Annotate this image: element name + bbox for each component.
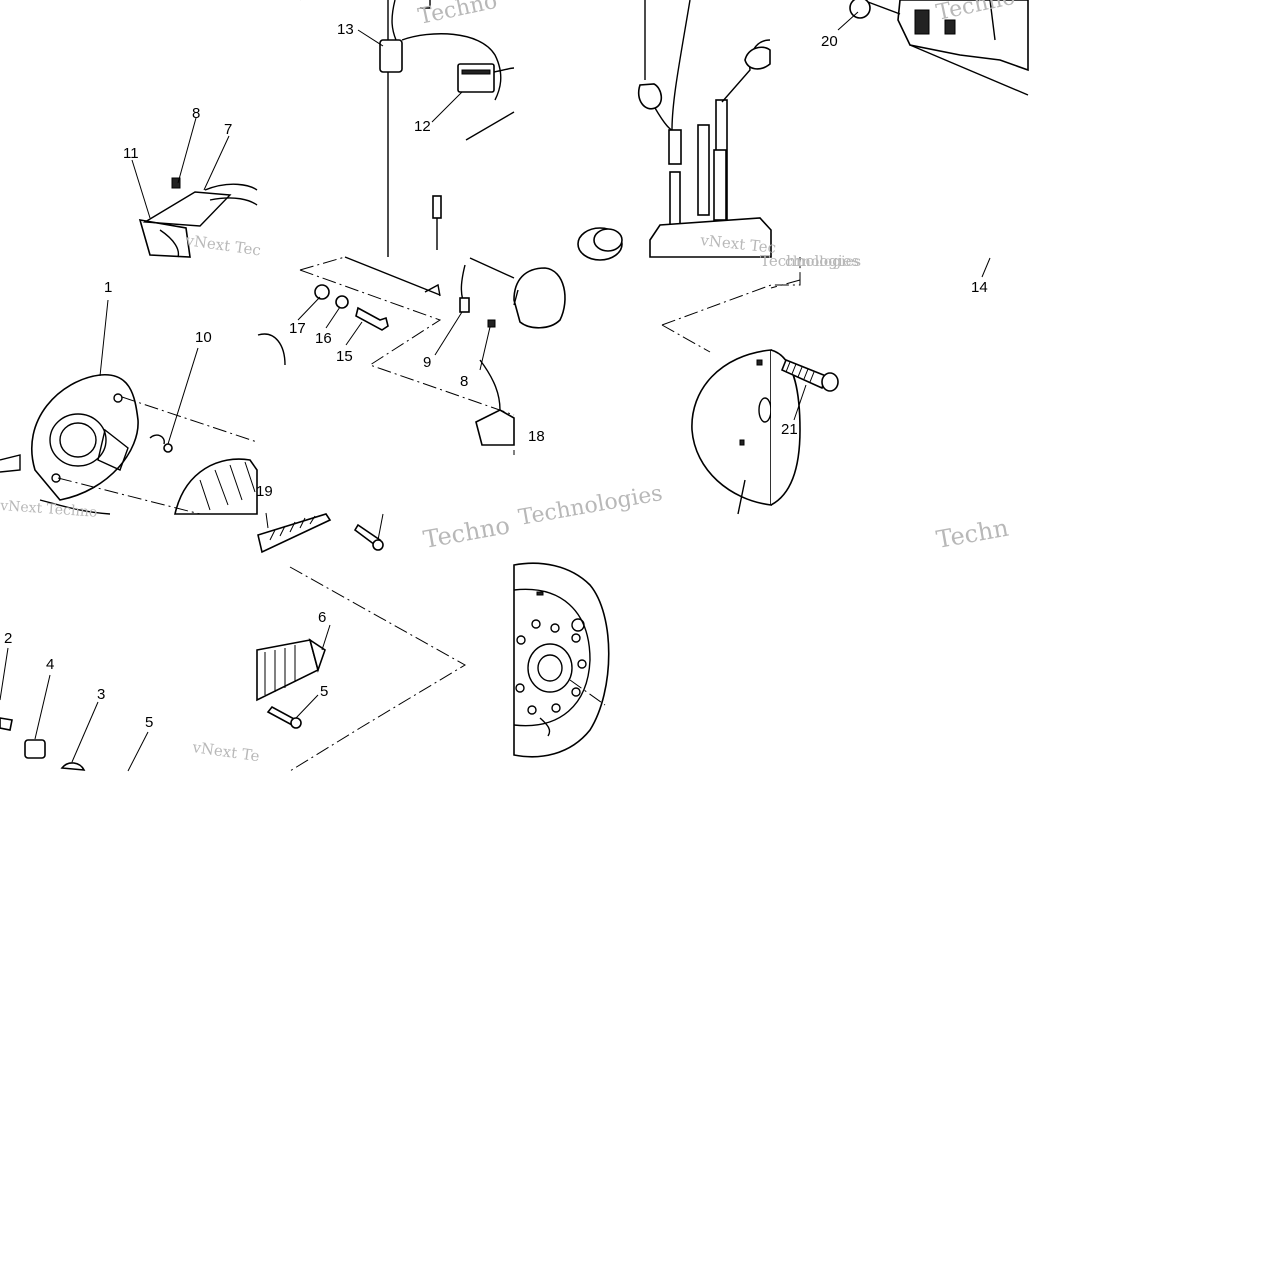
watermark-4: Technologies xyxy=(760,252,859,270)
tile-bushings xyxy=(0,647,149,772)
tile-flywheel-face xyxy=(513,562,610,758)
callout-labels: 13 12 8 7 11 20 14 1 10 17 16 15 9 8 18 … xyxy=(4,21,988,731)
tile-bolt xyxy=(770,257,991,506)
tile-stator-plate xyxy=(0,299,258,515)
callout-5-mid: 5 xyxy=(320,683,328,700)
callout-20: 20 xyxy=(821,33,838,50)
callout-9: 9 xyxy=(423,354,431,371)
callout-10: 10 xyxy=(195,329,212,346)
watermark-2: Techno xyxy=(416,0,499,30)
callout-21: 21 xyxy=(781,421,798,438)
tile-bracket xyxy=(131,117,258,258)
callout-7: 7 xyxy=(224,121,232,138)
callout-16: 16 xyxy=(315,330,332,347)
callout-5-bottom: 5 xyxy=(145,714,153,731)
watermark-5: vNext Techno xyxy=(0,498,98,521)
callout-15: 15 xyxy=(336,348,353,365)
watermark-8: Technologies xyxy=(517,481,665,531)
tile-cdi-box xyxy=(837,0,1029,96)
tile-pin xyxy=(256,512,466,772)
callout-17: 17 xyxy=(289,320,306,337)
callout-4: 4 xyxy=(46,656,54,673)
callout-3: 3 xyxy=(97,686,105,703)
callout-14: 14 xyxy=(971,279,988,296)
callout-6: 6 xyxy=(318,609,326,626)
watermark-7: vNext Te xyxy=(190,738,260,765)
tile-fasteners xyxy=(257,256,515,455)
watermark-1: vNext Tec xyxy=(183,231,262,260)
watermark-6: Techno xyxy=(421,511,512,554)
callout-8-mid: 8 xyxy=(460,373,468,390)
callout-2: 2 xyxy=(4,630,12,647)
callout-8-top: 8 xyxy=(192,105,200,122)
callout-13: 13 xyxy=(337,21,354,38)
tile-flywheel-side xyxy=(513,257,801,515)
watermark-11: Techn xyxy=(934,514,1010,554)
callout-19: 19 xyxy=(256,483,273,500)
callout-11: 11 xyxy=(123,145,139,162)
callout-12: 12 xyxy=(414,118,431,135)
callout-18: 18 xyxy=(528,428,545,445)
watermark-10: chnologies xyxy=(785,254,861,270)
callout-1: 1 xyxy=(104,279,112,296)
tile-relay xyxy=(357,0,515,257)
tile-coil-posts xyxy=(577,0,772,261)
